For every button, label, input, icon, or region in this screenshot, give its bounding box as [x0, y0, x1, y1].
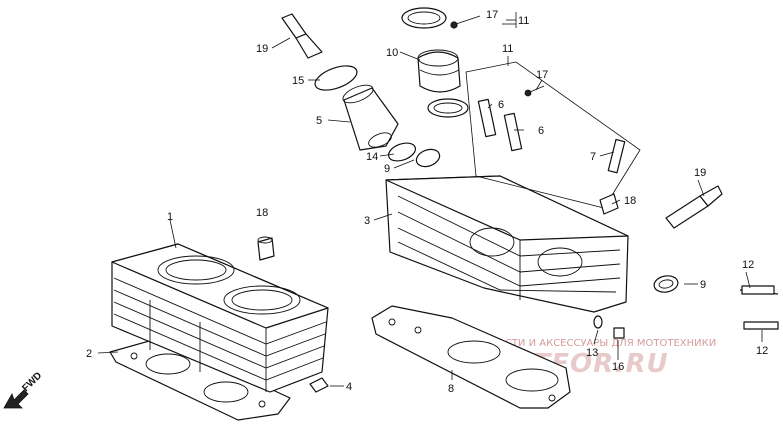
label-6-upper: 6	[498, 99, 504, 111]
screw-lower	[524, 85, 545, 97]
fwd-label: FWD	[20, 370, 44, 394]
label-15: 15	[292, 75, 304, 87]
label-14: 14	[366, 151, 378, 163]
o-ring	[314, 65, 358, 91]
plug	[309, 377, 329, 393]
washer-13	[593, 315, 603, 329]
valve-guide-1	[477, 98, 497, 138]
label-16: 16	[612, 361, 624, 373]
spark-plug-upper	[281, 13, 323, 59]
label-9-upper: 9	[384, 163, 390, 175]
arrow-down-left-icon	[3, 389, 29, 409]
stud-upper	[739, 285, 779, 295]
label-5: 5	[316, 115, 322, 127]
label-17-upper: 17	[486, 9, 498, 21]
label-2: 2	[86, 348, 92, 360]
label-12-lower: 12	[756, 345, 768, 357]
forward-direction-indicator: FWD	[3, 370, 44, 409]
label-11-lower: 11	[502, 43, 513, 55]
label-7: 7	[590, 151, 596, 163]
label-18-right: 18	[624, 195, 636, 207]
label-12-upper: 12	[742, 259, 754, 271]
label-17-lower: 17	[536, 69, 548, 81]
clamp-upper	[401, 7, 447, 29]
intake-pipe	[342, 84, 399, 151]
clamp-lower	[427, 98, 469, 118]
head-gasket	[371, 305, 571, 409]
stud-lower	[743, 321, 779, 330]
label-13: 13	[586, 347, 598, 359]
spark-plug-right	[665, 185, 723, 229]
dowel-pin-left	[257, 236, 275, 261]
label-3: 3	[364, 215, 370, 227]
collar-9-right	[653, 275, 679, 293]
part-labels: 1 2 3 4 5 6 6 7 8 9 9 10 11 11 12 12 13 …	[86, 9, 768, 395]
label-19-right: 19	[694, 167, 706, 179]
valve-guide-2	[503, 112, 523, 152]
label-18-left: 18	[256, 207, 268, 219]
screw-upper	[450, 15, 481, 29]
seal-14	[387, 142, 417, 162]
cylinder-block	[111, 243, 329, 393]
collar-9-upper	[415, 148, 441, 168]
dowel-pin-right	[599, 193, 619, 215]
label-9-right: 9	[700, 279, 706, 291]
leader-lines	[97, 12, 763, 387]
bolt-16	[613, 327, 625, 339]
insulator	[417, 49, 461, 93]
label-11-upper: 11	[518, 15, 529, 27]
guide-pin	[607, 138, 626, 174]
cylinder-head	[385, 175, 629, 313]
label-10: 10	[386, 47, 398, 59]
label-19-upper: 19	[256, 43, 268, 55]
watermark-tagline: АСТИ И АКСЕССУАРЫ ДЛЯ МОТОТЕХНИКИ	[498, 338, 716, 349]
label-1: 1	[167, 211, 173, 223]
label-6-lower: 6	[538, 125, 544, 137]
label-8: 8	[448, 383, 454, 395]
label-4: 4	[346, 381, 352, 393]
